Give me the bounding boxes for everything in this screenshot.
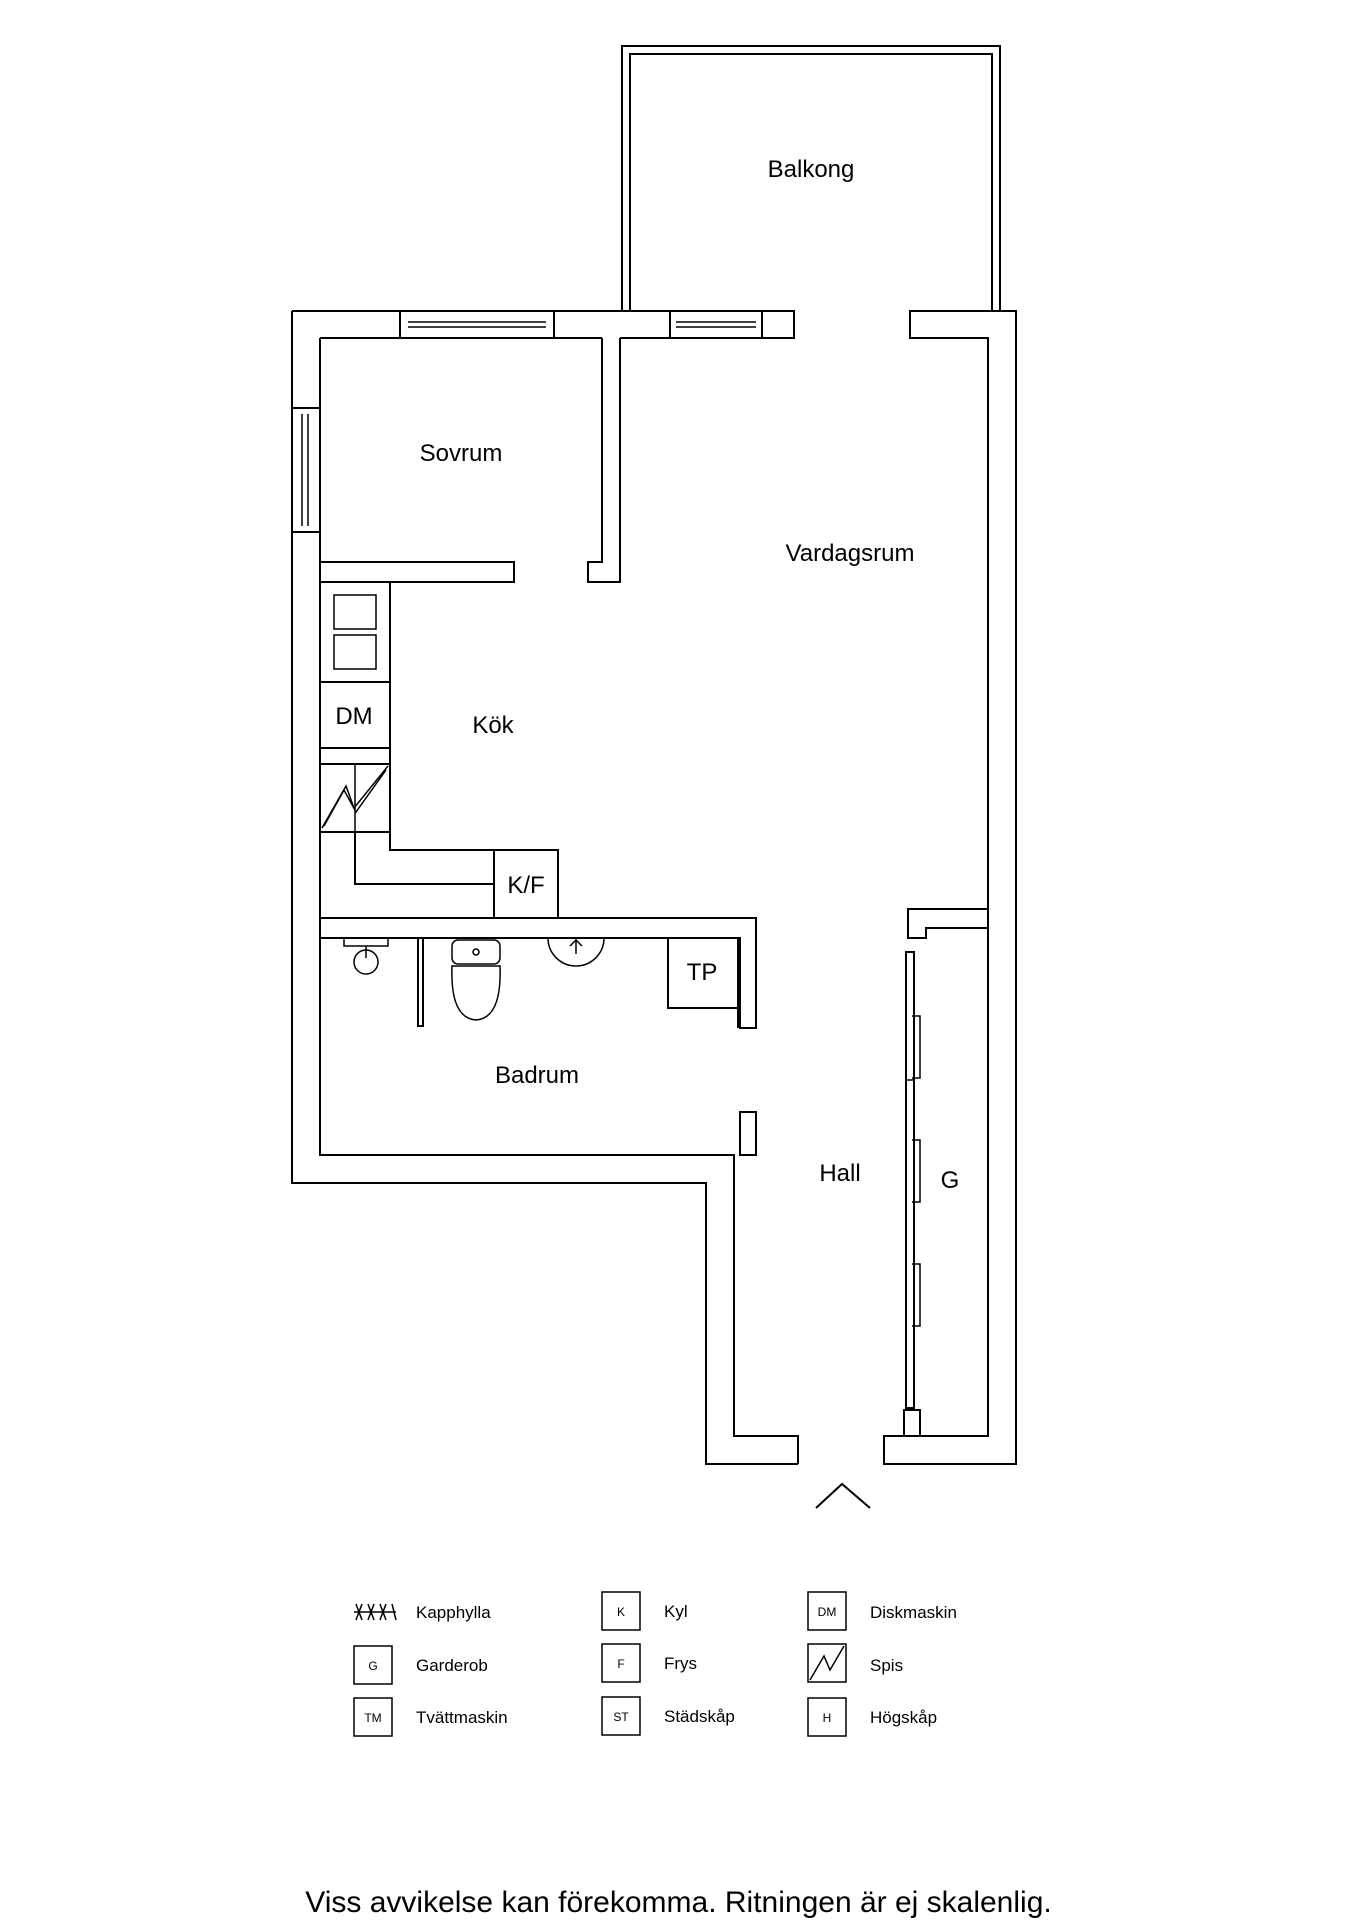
legend-code-h: H: [823, 1711, 832, 1725]
toilet-bowl: [451, 965, 501, 1021]
legend-label-tvattmaskin: Tvättmaskin: [416, 1708, 508, 1727]
kitchen-counter: [319, 581, 559, 919]
freezer-box-icon: [601, 1643, 641, 1683]
fixture-label-kf: K/F: [507, 872, 544, 899]
fixture-label-g: G: [941, 1167, 960, 1194]
legend-code-k: K: [617, 1605, 625, 1619]
legend: Kapphylla G Garderob TM Tvättmaskin K Ky…: [353, 1591, 957, 1737]
tall-cabinet-box-icon: [807, 1697, 847, 1737]
legend-code-dm: DM: [818, 1605, 837, 1619]
coat-rack-icon: [354, 1603, 397, 1621]
legend-label-diskmaskin: Diskmaskin: [870, 1603, 957, 1622]
shower-drain: [547, 937, 605, 967]
legend-code-g: G: [368, 1659, 377, 1673]
fixture-label-dm: DM: [335, 703, 372, 730]
toilet-tank: [451, 939, 501, 965]
room-label-sovrum: Sovrum: [420, 440, 503, 467]
room-label-hall: Hall: [819, 1160, 860, 1187]
legend-label-frys: Frys: [664, 1654, 697, 1673]
balcony: [621, 45, 1001, 310]
legend-code-tm: TM: [364, 1711, 381, 1725]
shower-screen: [417, 937, 424, 1027]
wardrobe-box-icon: [353, 1645, 393, 1685]
towel-dryer: [667, 937, 739, 1009]
cleaning-cabinet-box-icon: [601, 1696, 641, 1736]
wardrobe-doors: [905, 951, 921, 1409]
room-label-vardagsrum: Vardagsrum: [786, 540, 915, 567]
legend-label-hogskap: Högskåp: [870, 1708, 937, 1727]
fixture-label-tp: TP: [687, 959, 718, 986]
bathroom-fixtures: [343, 937, 739, 1028]
legend-code-f: F: [617, 1657, 624, 1671]
washing-machine-box-icon: [353, 1697, 393, 1737]
fridge-freezer: [493, 849, 559, 919]
entrance-arrow-icon: [815, 1482, 871, 1509]
legend-label-garderob: Garderob: [416, 1656, 488, 1675]
outer-walls: [291, 310, 1017, 1465]
legend-label-spis: Spis: [870, 1656, 903, 1675]
fridge-box-icon: [601, 1591, 641, 1631]
room-label-balkong: Balkong: [768, 156, 855, 183]
footnote: Viss avvikelse kan förekomma. Ritningen …: [305, 1886, 1052, 1919]
legend-label-kyl: Kyl: [664, 1602, 688, 1621]
legend-code-st: ST: [613, 1710, 629, 1724]
room-label-badrum: Badrum: [495, 1062, 579, 1089]
dishwasher-box-icon: [807, 1591, 847, 1631]
room-label-kok: Kök: [472, 712, 514, 739]
legend-label-kapphylla: Kapphylla: [416, 1603, 491, 1622]
legend-label-stadskap: Städskåp: [664, 1707, 735, 1726]
stove-icon: [807, 1643, 847, 1683]
